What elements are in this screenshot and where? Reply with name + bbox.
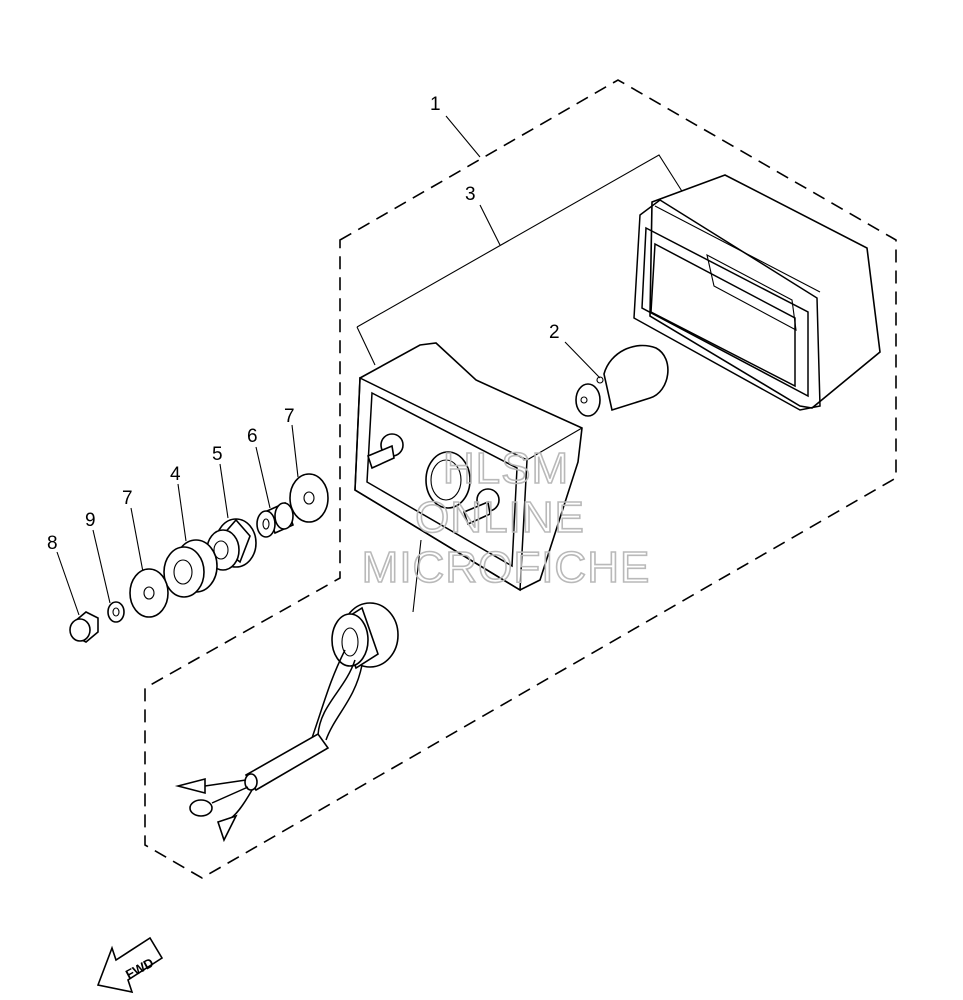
bulb	[575, 344, 669, 417]
callout-8: 8	[47, 533, 58, 554]
wire-harness	[174, 649, 363, 843]
watermark: HLSM ONLINE MICROFICHE	[361, 443, 651, 593]
forward-arrow-icon: FWD	[96, 936, 164, 994]
callout-7-left: 7	[122, 488, 133, 509]
collar	[256, 501, 295, 538]
callout-4: 4	[170, 464, 181, 485]
callout-3: 3	[465, 184, 476, 205]
washer-left	[129, 568, 169, 618]
assembly-boundary	[144, 79, 897, 879]
damper	[163, 539, 218, 598]
lens-cover	[633, 174, 881, 411]
lamp-housing	[354, 342, 583, 592]
callout-9: 9	[85, 510, 96, 531]
watermark-line-3: MICROFICHE	[362, 543, 651, 592]
lock-washer	[107, 601, 125, 623]
callout-6: 6	[247, 426, 258, 447]
callout-1: 1	[430, 94, 441, 115]
watermark-line-2: ONLINE	[415, 493, 585, 542]
callout-5: 5	[212, 444, 223, 465]
watermark-line-1: HLSM	[443, 444, 569, 493]
callout-labels: 1 2 3 4 5 6 7 7 8 9	[47, 94, 560, 554]
callout-7-right: 7	[284, 406, 295, 427]
callout-2: 2	[549, 322, 560, 343]
cap-nut	[69, 611, 99, 643]
bulb-socket	[331, 602, 399, 670]
washer-right	[289, 473, 329, 523]
leader-lines	[56, 115, 686, 616]
grommet	[206, 518, 257, 571]
